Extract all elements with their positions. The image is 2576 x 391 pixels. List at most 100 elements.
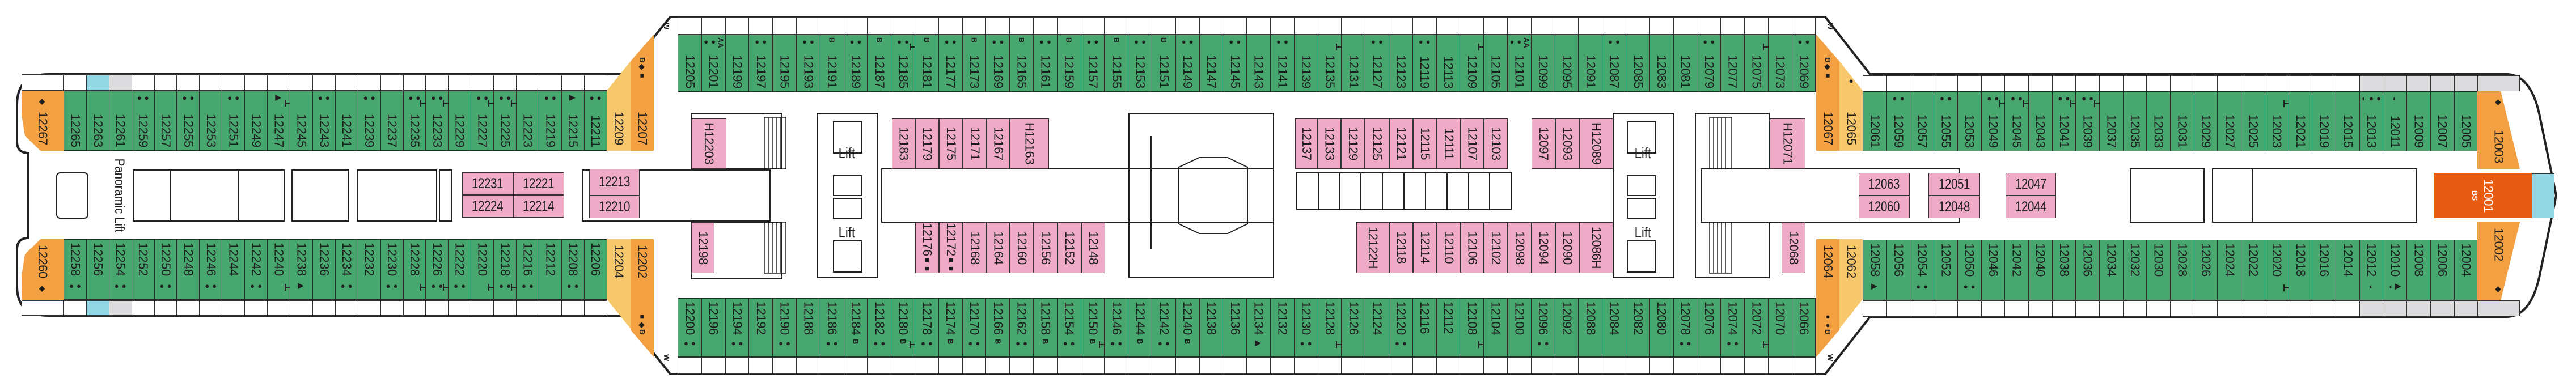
cabin-12178[interactable]: ●●12178 — [915, 298, 939, 357]
cabin-12076[interactable]: 12076 — [1697, 298, 1721, 357]
cabin-12119[interactable]: ●●12119 — [1412, 35, 1437, 92]
cabin-12027[interactable]: 12027 — [2217, 91, 2242, 151]
inside-cabin-H12071[interactable]: H12071 — [1770, 118, 1805, 169]
cabin-12040[interactable]: 12040 — [2028, 240, 2053, 300]
cabin-12054[interactable]: ●●12054 — [1910, 240, 1935, 300]
cabin-12101[interactable]: AA●●12101 — [1507, 35, 1532, 92]
cabin-12226[interactable]: ●●12226 — [425, 239, 456, 300]
cabin-12095[interactable]: 12095 — [1554, 35, 1579, 92]
inside-cabin-12044[interactable]: 12044 — [2006, 196, 2056, 218]
cabin-12230[interactable]: ●●12230 — [380, 239, 404, 300]
cabin-12088[interactable]: 12088 — [1578, 298, 1603, 357]
cabin-12087[interactable]: ●●12087 — [1602, 35, 1626, 92]
cabin-12036[interactable]: 12036 — [2075, 240, 2100, 300]
cabin-12206[interactable]: 12206 — [583, 239, 607, 300]
cabin-12070[interactable]: 12070 — [1767, 298, 1792, 357]
cabin-12061[interactable]: 12061 — [1863, 91, 1887, 151]
cabin-12216[interactable]: ●●12216 — [516, 239, 539, 300]
cabin-12208[interactable]: ●●12208 — [561, 239, 585, 300]
cabin-12170[interactable]: ●●12170 — [962, 298, 987, 357]
cabin-12240[interactable]: 12240 — [267, 239, 297, 300]
inside-cabin-12148[interactable]: 12148 — [1081, 222, 1105, 273]
cabin-12161[interactable]: ●●12161 — [1033, 35, 1058, 92]
cabin-12236[interactable]: 12236 — [312, 239, 336, 300]
inside-cabin-12097[interactable]: 12097 — [1532, 118, 1555, 169]
inside-cabin-H12203[interactable]: H12203 — [691, 118, 726, 169]
cabin-12220[interactable]: 12220 — [471, 239, 501, 300]
inside-cabin-12168[interactable]: 12168 — [963, 222, 987, 273]
cabin-12143[interactable]: 12143 — [1246, 35, 1271, 92]
cabin-12116[interactable]: 12116 — [1412, 298, 1437, 357]
cabin-12196[interactable]: 12196 — [701, 298, 726, 357]
inside-cabin-12111[interactable]: 12111 — [1437, 118, 1461, 169]
cabin-12257[interactable]: 12257 — [154, 91, 177, 151]
cabin-12188[interactable]: 12188 — [796, 298, 820, 357]
inside-cabin-12121[interactable]: 12121 — [1389, 118, 1413, 169]
cabin-12232[interactable]: 12232 — [357, 239, 381, 300]
inside-cabin-H12089[interactable]: H12089 — [1579, 118, 1613, 169]
inside-cabin-12183[interactable]: 12183 — [892, 118, 915, 169]
cabin-12211[interactable]: ●●12211 — [583, 91, 607, 151]
cabin-12247[interactable]: ▶12247 — [267, 91, 297, 151]
inside-cabin-12167[interactable]: 12167 — [987, 118, 1010, 169]
cabin-12123[interactable]: 12123 — [1389, 35, 1413, 92]
cabin-12080[interactable]: 12080 — [1649, 298, 1674, 357]
cabin-12223[interactable]: 12223 — [516, 91, 539, 151]
cabin-12195[interactable]: 12195 — [772, 35, 797, 92]
cabin-12265[interactable]: 12265 — [64, 91, 87, 151]
cabin-12199[interactable]: 12199 — [725, 35, 750, 92]
cabin-12013[interactable]: ●●◐12013 — [2359, 91, 2384, 151]
cabin-12124[interactable]: 12124 — [1365, 298, 1389, 357]
cabin-12245[interactable]: 12245 — [290, 91, 313, 151]
inside-cabin-12051[interactable]: 12051 — [1928, 173, 1980, 196]
cabin-12008[interactable]: 12008 — [2406, 240, 2431, 300]
cabin-12235[interactable]: ●●12235 — [403, 91, 433, 151]
cabin-12012[interactable]: ◐12012 — [2359, 240, 2384, 300]
inside-cabin-12090[interactable]: 12090 — [1555, 222, 1579, 273]
cabin-12030[interactable]: 12030 — [2146, 240, 2171, 300]
cabin-12018[interactable]: 12018 — [2288, 240, 2313, 300]
cabin-12135[interactable]: 12135 — [1317, 35, 1349, 92]
cabin-12134[interactable]: ▶12134 — [1246, 298, 1271, 357]
cabin-12035[interactable]: 12035 — [2122, 91, 2147, 151]
suite-12260[interactable]: 12260◆ — [22, 239, 64, 300]
inside-cabin-12164[interactable]: 12164 — [987, 222, 1010, 273]
cabin-12255[interactable]: ●●12255 — [176, 91, 200, 151]
cabin-12015[interactable]: 12015 — [2336, 91, 2360, 151]
cabin-12050[interactable]: ●●12050 — [1957, 240, 1982, 300]
cabin-12212[interactable]: 12212 — [538, 239, 562, 300]
cabin-12009[interactable]: 12009 — [2406, 91, 2431, 151]
cabin-12024[interactable]: 12024 — [2217, 240, 2242, 300]
suite-12062[interactable]: 12062 — [1839, 239, 1863, 329]
inside-cabin-12198[interactable]: 12198 — [691, 222, 714, 273]
cabin-12105[interactable]: 12105 — [1483, 35, 1508, 92]
inside-cabin-12152[interactable]: 12152 — [1058, 222, 1081, 273]
cabin-12243[interactable]: ●●12243 — [312, 91, 336, 151]
cabin-12028[interactable]: 12028 — [2170, 240, 2194, 300]
inside-cabin-12093[interactable]: 12093 — [1555, 118, 1579, 169]
cabin-12075[interactable]: 12075 — [1744, 35, 1775, 92]
cabin-12222[interactable]: ●●12222 — [448, 239, 472, 300]
cabin-12073[interactable]: 12073 — [1767, 35, 1792, 92]
cabin-12177[interactable]: ●●12177 — [938, 35, 963, 92]
cabin-12225[interactable]: ●●12225 — [493, 91, 523, 151]
cabin-12084[interactable]: 12084 — [1602, 298, 1626, 357]
cabin-12006[interactable]: 12006 — [2430, 240, 2455, 300]
suite-12209[interactable]: 12209 — [607, 61, 631, 151]
inside-cabin-12118[interactable]: 12118 — [1389, 222, 1413, 273]
inside-cabin-12224[interactable]: 12224 — [462, 195, 513, 218]
cabin-12256[interactable]: 12256 — [86, 239, 109, 300]
cabin-12096[interactable]: ●●12096 — [1530, 298, 1555, 357]
cabin-12253[interactable]: 12253 — [199, 91, 223, 151]
cabin-12248[interactable]: 12248 — [176, 239, 200, 300]
inside-cabin-12122H[interactable]: 12122H — [1356, 222, 1389, 273]
cabin-12099[interactable]: 12099 — [1530, 35, 1555, 92]
inside-cabin-12137[interactable]: 12137 — [1295, 118, 1318, 169]
cabin-12241[interactable]: 12241 — [335, 91, 358, 151]
cabin-12100[interactable]: 12100 — [1507, 298, 1532, 357]
